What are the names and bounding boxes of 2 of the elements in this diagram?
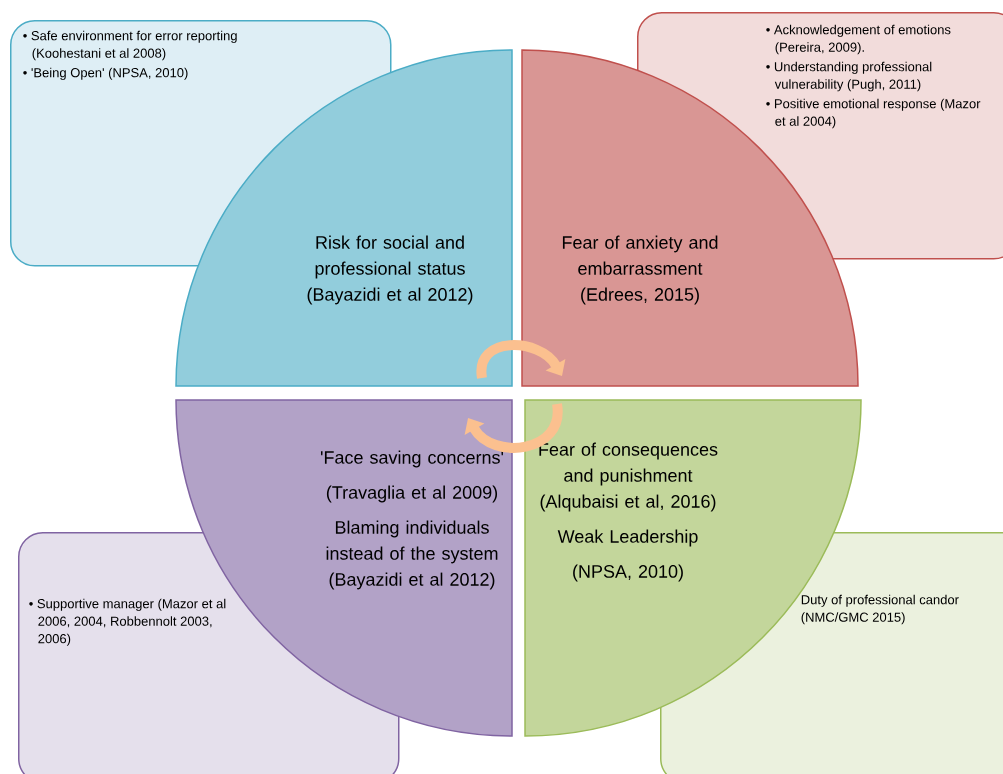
curved-arrow bbox=[476, 340, 566, 379]
curved-arrow bbox=[464, 403, 563, 453]
